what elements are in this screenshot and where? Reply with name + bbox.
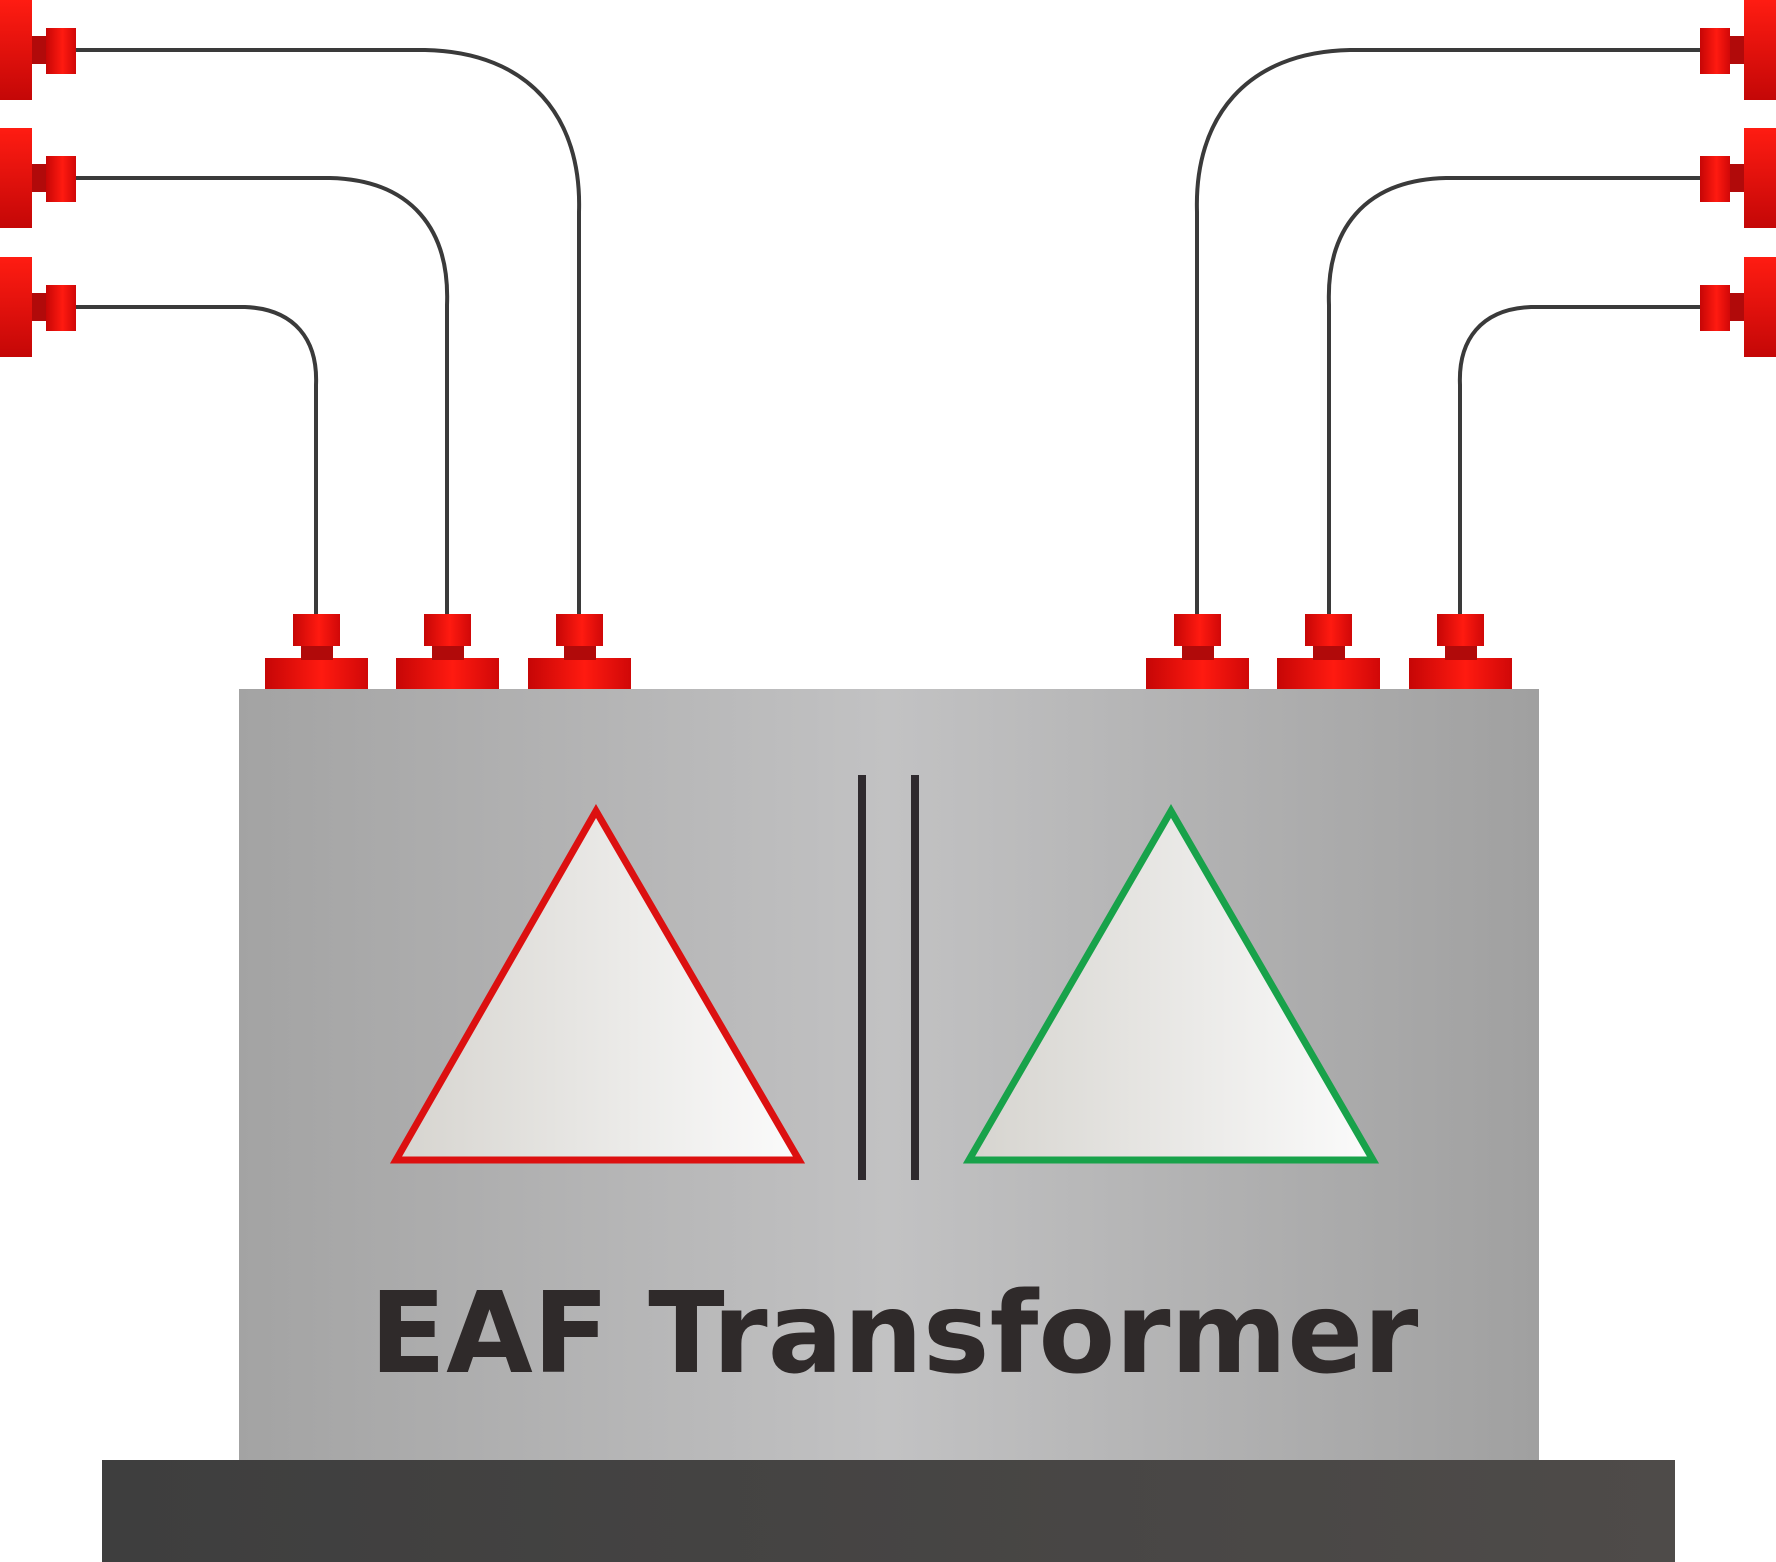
transformer-base xyxy=(102,1460,1675,1562)
bushing-primary-2-icon xyxy=(396,614,499,690)
primary-winding-triangle-icon xyxy=(389,804,806,1164)
diagram-title: EAF Transformer xyxy=(370,1269,1419,1399)
primary-wires xyxy=(76,48,582,616)
line-terminal-right-3-icon xyxy=(1700,257,1776,357)
tank-bushings xyxy=(265,614,1512,690)
bushing-secondary-1-icon xyxy=(1146,614,1249,690)
wire-primary-a xyxy=(76,48,582,616)
left-line-terminals xyxy=(0,0,76,357)
wire-primary-b xyxy=(76,176,450,616)
wire-secondary-c xyxy=(1457,305,1700,616)
wire-secondary-a xyxy=(1194,48,1700,616)
line-terminal-left-3-icon xyxy=(0,257,76,357)
secondary-wires xyxy=(1194,48,1700,616)
bushing-primary-1-icon xyxy=(265,614,368,690)
bushing-primary-3-icon xyxy=(528,614,631,690)
bushing-secondary-2-icon xyxy=(1277,614,1380,690)
right-line-terminals xyxy=(1700,0,1776,357)
line-terminal-left-2-icon xyxy=(0,128,76,228)
bushing-secondary-3-icon xyxy=(1409,614,1512,690)
secondary-winding-triangle-icon xyxy=(962,804,1380,1164)
line-terminal-right-1-icon xyxy=(1700,0,1776,100)
wire-secondary-b xyxy=(1326,176,1700,616)
wire-primary-c xyxy=(76,305,319,616)
line-terminal-left-1-icon xyxy=(0,0,76,100)
line-terminal-right-2-icon xyxy=(1700,128,1776,228)
core-bars-icon xyxy=(858,775,919,1180)
